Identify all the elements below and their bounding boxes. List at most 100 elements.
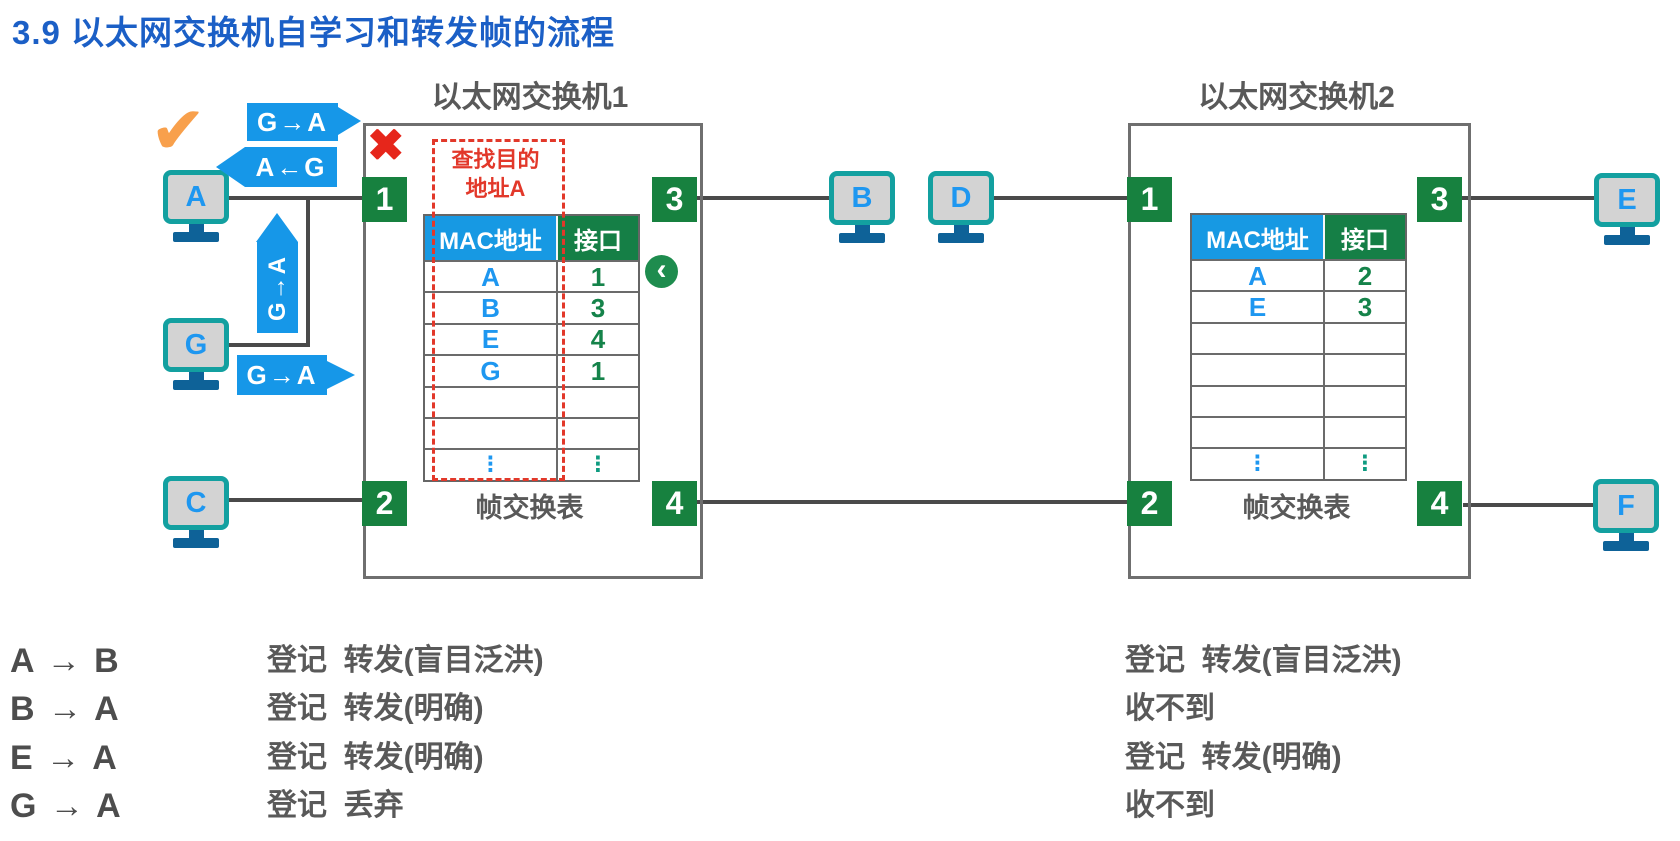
frame-ga-from-hostG: G→A [237,355,327,395]
switch2-port-4: 4 [1417,481,1462,526]
monitor-icon: F [1593,479,1659,533]
monitor-stand [1618,533,1634,541]
host-c: C [163,476,229,548]
frame-pair-label: A → B [10,642,121,680]
host-f: F [1593,479,1659,551]
frame-ga-into-port1-arrowhead-icon [338,107,361,135]
monitor-base [173,232,219,242]
switch1-interface-header: 接口 [558,216,638,260]
switch1-interface-cell [558,416,638,448]
check-icon: ✔ [150,93,206,167]
switch2-mac-cell: ⋮ [1192,447,1325,479]
monitor-icon: C [163,476,229,530]
switch1-port-3: 3 [652,177,697,222]
switch2-action: 登记 转发(盲目泛洪) [1125,644,1402,677]
action-row: E → A 登记 转发(明确) 登记 转发(明确) [0,735,1680,781]
switch2-port-2: 2 [1127,481,1172,526]
switch2-port-3: 3 [1417,177,1462,222]
switch2-interface-cell: 2 [1325,259,1405,291]
switch1-action: 登记 丢弃 [267,789,404,822]
switch2-mac-cell [1192,384,1325,416]
page-title: 3.9 以太网交换机自学习和转发帧的流程 [12,14,616,51]
link-sw2-port4-hostF [1463,503,1597,507]
switch2-action: 登记 转发(明确) [1125,741,1342,774]
action-row: A → B 登记 转发(盲目泛洪) 登记 转发(盲目泛洪) [0,638,1680,684]
monitor-icon: G [163,318,229,372]
switch1-mac-cell: ⋮ [425,448,558,480]
monitor-stand [854,225,870,233]
switch2-mac-cell [1192,321,1325,354]
link-sw1-port4-sw2-port2 [697,500,1128,504]
switch2-interface-cell [1325,353,1405,384]
switch1-mac-cell [425,385,558,417]
monitor-icon: D [928,171,994,225]
monitor-stand [1619,227,1635,235]
switch1-interface-cell: 1 [558,260,638,292]
switch1-action: 登记 转发(明确) [267,741,484,774]
host-c-label: C [185,486,207,519]
switch1-interface-cell: 4 [558,322,638,354]
switch1-box [363,123,703,579]
host-g: G [163,318,229,390]
monitor-base [173,380,219,390]
frame-ga-upward: G→A [257,242,298,333]
switch1-table-caption: 帧交换表 [475,493,584,523]
host-f-label: F [1617,489,1635,522]
host-e: E [1594,173,1660,245]
monitor-base [173,538,219,548]
link-hostD-sw2-port1 [991,196,1128,200]
host-d: D [928,171,994,243]
switch2-mac-cell [1192,353,1325,385]
switch2-port-1: 1 [1127,177,1172,222]
switch1-interface-cell: 3 [558,291,638,323]
monitor-icon: B [829,171,895,225]
switch1-interface-cell: 1 [558,354,638,386]
switch1-interface-cell [558,385,638,417]
switch2-interface-cell: ⋮ [1325,447,1405,478]
link-hostA-sw1-port1 [228,196,364,200]
switch1-action: 登记 转发(盲目泛洪) [267,644,544,677]
switch2-interface-cell: 3 [1325,290,1405,322]
lookup-note-line2: 地址A [465,175,526,201]
switch1-port-2: 2 [362,481,407,526]
frame-ga-from-hostG-arrowhead-icon [327,361,355,389]
switch1-mac-cell: A [425,260,558,292]
frame-ga-upward-label: G→A [263,254,291,321]
switch2-box [1128,123,1471,579]
switch1-interface-cell: ⋮ [558,448,638,479]
switch1-mac-address-header: MAC地址 [425,216,558,260]
frame-pair-label: E → A [10,739,119,777]
switch1-action: 登记 转发(明确) [267,692,484,725]
frame-pair-label: B → A [10,690,121,728]
switch2-mac-cell: E [1192,290,1325,322]
link-sw1-port3-hostB [697,196,833,200]
previous-icon[interactable]: ‹ [645,255,678,288]
monitor-stand [188,530,204,538]
monitor-base [938,233,984,243]
switch2-mac-address-header: MAC地址 [1192,215,1325,259]
switch2-interface-cell [1325,384,1405,416]
switch1-mac-cell: B [425,291,558,323]
monitor-base [1603,541,1649,551]
link-sw2-port3-hostE [1462,196,1598,200]
switch1-mac-cell: E [425,322,558,354]
host-d-label: D [950,181,972,214]
switch1-mac-cell: G [425,354,558,386]
switch2-interface-header: 接口 [1325,215,1405,259]
lookup-note: 查找目的 地址A [434,146,557,203]
monitor-icon: E [1594,173,1660,227]
switch2-mac-cell [1192,415,1325,448]
switch2-table-caption: 帧交换表 [1242,493,1351,523]
switch2-interface-cell [1325,415,1405,447]
monitor-base [1604,235,1650,245]
frame-pair-label: G → A [10,787,123,825]
link-hostC-sw1-port2 [228,498,364,502]
monitor-base [839,233,885,243]
frame-ga-into-port1: G→A [247,103,338,141]
switch1-port-4: 4 [652,481,697,526]
